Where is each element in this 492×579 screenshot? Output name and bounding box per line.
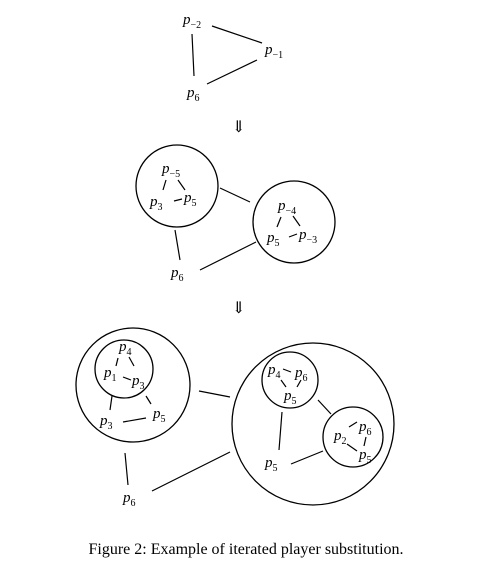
edge [363, 436, 367, 447]
edge [198, 390, 231, 398]
node-label: p4 [267, 362, 281, 381]
edge [162, 179, 167, 191]
edge [288, 233, 298, 238]
edge [278, 411, 283, 451]
node-label: p5 [152, 406, 166, 425]
node-label: p3 [131, 373, 145, 392]
substitution-arrow: ⇓ [232, 298, 245, 317]
edge [317, 399, 332, 415]
node-label: p3 [149, 194, 163, 213]
cluster-circle [322, 406, 384, 468]
edge [128, 356, 135, 367]
node-label: p6 [358, 419, 372, 438]
edge [151, 451, 231, 492]
stage-1: p−2 p−1 p6 [182, 12, 283, 104]
edge [296, 379, 302, 388]
node-label: p4 [118, 339, 132, 358]
node-label: p−5 [161, 161, 180, 180]
node-label: p5 [283, 388, 297, 407]
stage-2: p−5 p3 p5 p−4 p5 p−3 p6 [135, 144, 336, 284]
node-label: p6 [170, 265, 184, 284]
cluster-circle [261, 351, 319, 409]
stage-3: p4 p1 p3 p3 p5 p4 p6 p5 [75, 327, 395, 509]
node-label: p−2 [182, 12, 201, 31]
cluster-circle [75, 327, 191, 443]
edge [290, 450, 324, 465]
edge [280, 379, 287, 388]
edge [199, 241, 257, 271]
node-label: p5 [264, 455, 278, 474]
edge [219, 187, 251, 203]
node-label: p6 [122, 490, 136, 509]
edge [177, 179, 186, 191]
node-label: p6 [294, 365, 308, 384]
node-label: p3 [99, 413, 113, 432]
edge [191, 33, 195, 77]
edge [109, 395, 113, 411]
edge [115, 357, 119, 367]
edge [145, 395, 152, 405]
node-label: p−4 [277, 198, 296, 217]
edge [282, 368, 292, 373]
cluster-circle [252, 180, 336, 264]
node-label: p−3 [298, 227, 317, 246]
edge [206, 59, 258, 85]
node-label: p1 [103, 365, 117, 384]
edge [173, 198, 183, 202]
edge [124, 452, 129, 486]
edge [292, 215, 301, 227]
cluster-circle [94, 339, 154, 399]
edge [276, 216, 282, 228]
edge [211, 25, 263, 44]
figure-caption: Figure 2: Example of iterated player sub… [88, 541, 404, 558]
node-label: p5 [183, 190, 197, 209]
edge [122, 417, 147, 423]
edge [122, 376, 132, 381]
node-label: p2 [333, 428, 347, 447]
substitution-arrow: ⇓ [232, 117, 245, 136]
cluster-circle [135, 144, 219, 228]
node-label: p5 [266, 230, 280, 249]
cluster-circle [231, 342, 395, 506]
node-label: p−1 [264, 42, 283, 61]
edge [348, 421, 358, 428]
edge [346, 443, 358, 452]
node-label: p6 [186, 85, 200, 104]
edge [174, 229, 181, 261]
node-label: p5 [358, 447, 372, 466]
